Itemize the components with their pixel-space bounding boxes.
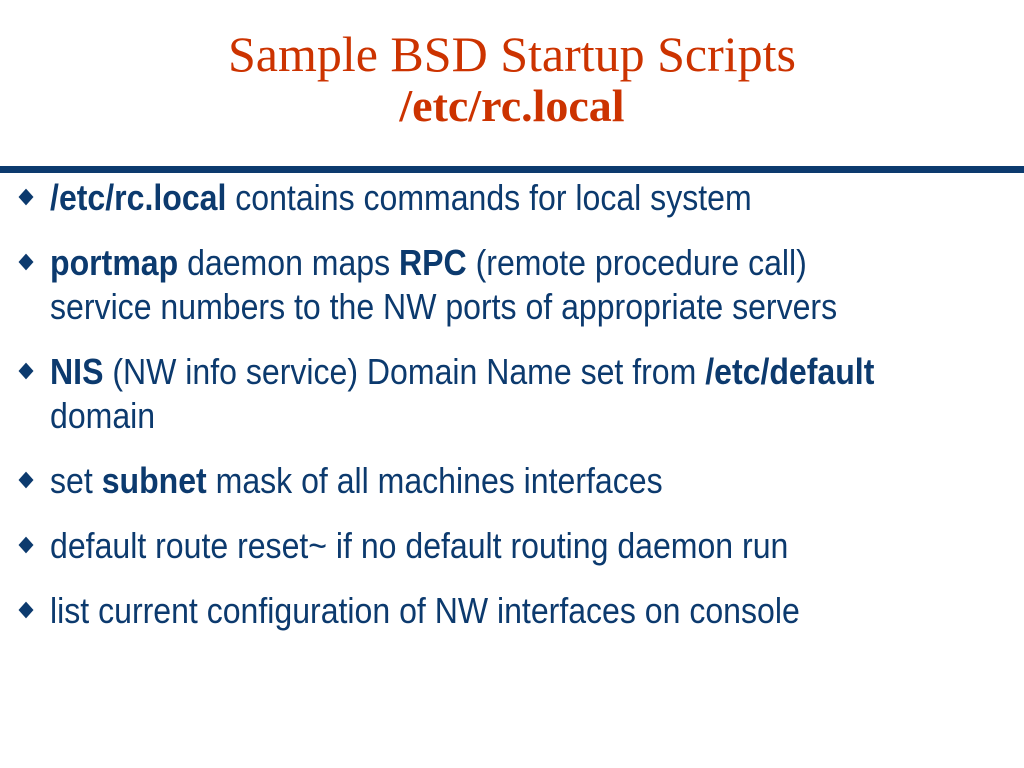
bullet-item: set subnet mask of all machines interfac… (18, 459, 908, 503)
bullet-text-part: contains commands for local system (226, 177, 752, 218)
bullet-text-part: /etc/rc.local (50, 177, 227, 218)
bullet-text-part: subnet (101, 460, 207, 501)
bullet-item: /etc/rc.local contains commands for loca… (18, 176, 908, 220)
diamond-icon (18, 188, 34, 206)
bullet-text-part: default route reset~ if no default routi… (50, 525, 789, 566)
bullet-text-part: domain (50, 395, 156, 436)
bullet-text-part: daemon maps (178, 242, 400, 283)
bullet-list: /etc/rc.local contains commands for loca… (18, 176, 908, 654)
slide-subtitle: /etc/rc.local (399, 80, 625, 131)
bullet-text-part: set (50, 460, 102, 501)
slide-title: Sample BSD Startup Scripts (227, 26, 797, 82)
bullet-item: portmap daemon maps RPC (remote procedur… (18, 241, 908, 329)
bullet-item: default route reset~ if no default routi… (18, 524, 908, 568)
bullet-text: portmap daemon maps RPC (remote procedur… (50, 242, 837, 327)
bullet-text-part: NIS (50, 351, 104, 392)
diamond-icon (18, 536, 34, 554)
bullet-text: set subnet mask of all machines interfac… (50, 460, 663, 501)
diamond-icon (18, 601, 34, 619)
bullet-text-part: (NW info service) Domain Name set from (103, 351, 706, 392)
bullet-text: default route reset~ if no default routi… (50, 525, 788, 566)
bullet-text-part: list current configuration of NW interfa… (50, 590, 800, 631)
bullet-text: /etc/rc.local contains commands for loca… (50, 177, 752, 218)
bullet-text-part: mask of all machines interfaces (206, 460, 663, 501)
bullet-text-part: portmap (50, 242, 179, 283)
bullet-text-part: /etc/default (705, 351, 875, 392)
diamond-icon (18, 362, 34, 380)
diamond-icon (18, 253, 34, 271)
diamond-icon (18, 471, 34, 489)
bullet-text: NIS (NW info service) Domain Name set fr… (50, 351, 874, 436)
bullet-text-part: RPC (399, 242, 467, 283)
bullet-item: list current configuration of NW interfa… (18, 589, 908, 633)
title-divider (0, 166, 1024, 173)
title-block: Sample BSD Startup Scripts /etc/rc.local (0, 28, 1024, 132)
bullet-item: NIS (NW info service) Domain Name set fr… (18, 350, 908, 438)
bullet-text-part: (remote procedure call) service numbers … (50, 242, 838, 327)
bullet-text: list current configuration of NW interfa… (50, 590, 800, 631)
